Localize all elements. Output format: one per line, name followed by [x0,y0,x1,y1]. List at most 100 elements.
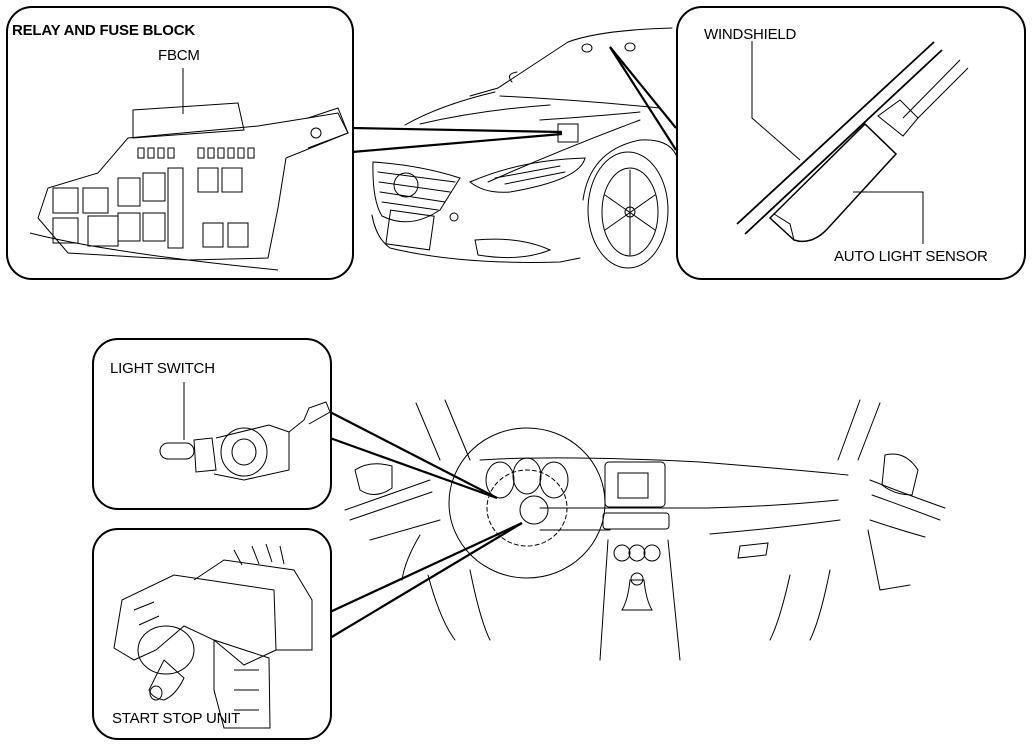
roof-sensor-right [625,43,635,51]
grille-bar [378,172,455,182]
center-console-bezel [605,462,665,507]
callout-auto-light-sensor: WINDSHIELD AUTO LIGHT SENSOR [676,6,1026,280]
housing-ribs [133,601,259,711]
roof-line [568,28,672,42]
combination-switch-body [213,424,290,481]
relay-fuse-block-title: RELAY AND FUSE BLOCK [12,22,195,39]
left-door-line [370,520,440,540]
light-switch-label: LIGHT SWITCH [110,360,215,377]
center-console [600,540,680,660]
grille-bar [379,182,450,192]
steering-column-opening [137,625,195,675]
hood-crease [420,105,550,124]
sensor-cable [902,59,961,119]
windshield-outer-line [736,41,935,225]
leader-line-light-switch-lower [330,438,497,498]
brand-emblem [394,173,418,197]
wiring-connectors [233,543,285,566]
steering-wheel [449,428,605,578]
climate-knob-left [614,545,630,561]
left-side-mirror [355,464,392,495]
sensor-lens [773,213,795,241]
combination-switch-center [231,438,257,466]
leader-line-sensor-upper [610,47,676,128]
mounting-bolt [310,127,322,139]
wheel-spokes [605,170,655,255]
wiper-switch-lever [288,401,330,433]
right-seat-outline [770,575,790,640]
infotainment-screen [618,473,648,498]
leader-line-start-stop-lower [330,523,522,638]
fuse-row [137,147,255,159]
leader-line-sensor-lower [610,47,676,150]
windshield-inner-line [744,49,943,235]
wheel-arch [583,140,678,200]
gear-shift [622,580,652,610]
mounting-bracket [307,107,349,149]
start-stop-unit-illustration [113,543,313,729]
left-door-line [345,480,430,510]
right-seat-outline [810,570,830,640]
windshield-left-pillar [470,42,568,96]
sensor-pointer-line [853,191,924,244]
right-door-line [872,495,940,520]
climate-knob-center [629,545,645,561]
right-door-panel [868,530,910,590]
callout-start-stop-unit: START STOP UNIT [92,528,332,740]
fbcm-module [132,102,245,139]
callout-relay-fuse-block: RELAY AND FUSE BLOCK FBCM [6,6,354,280]
sensor-cable [917,67,969,119]
leader-line-light-switch-upper [330,412,497,498]
dashboard-line [708,500,838,508]
grille-bar [382,202,438,210]
glovebox-handle [738,543,768,558]
right-door-line [870,480,945,508]
fbcm-location-marker [558,124,578,142]
steering-shaft [148,659,185,701]
relay-fuse-block-illustration [29,68,349,271]
relay-blocks [52,167,249,249]
auto-light-sensor-label: AUTO LIGHT SENSOR [834,248,988,265]
climate-knob-right [644,545,660,561]
tow-hook-cover [450,213,458,221]
leader-line-start-stop-upper [330,523,522,612]
left-a-pillar-trim [445,400,470,460]
left-door-line [350,492,432,520]
light-switch-lever-knob [159,442,195,460]
right-a-pillar-trim [838,400,860,460]
gauge-right [540,462,568,498]
combination-switch-ring [220,427,268,477]
steering-shaft-end [149,685,163,701]
left-seat-outline [470,570,490,640]
dashboard-top [480,458,848,475]
gauge-center [513,458,541,494]
start-stop-unit-housing-right [213,639,271,729]
right-a-pillar [858,403,880,460]
steering-wheel-airbag-area [487,470,567,546]
dashboard-line [710,520,840,534]
windshield-base [500,96,660,108]
headlight-line [505,172,565,184]
hood-right-crease [488,120,640,182]
steering-wheel-hub [520,496,548,524]
light-switch-illustration [159,382,330,481]
left-seat-outline [428,575,455,640]
start-stop-unit-housing-rear [193,559,313,651]
license-plate [386,210,434,250]
light-switch-housing [193,437,217,473]
headlight-line [495,166,560,178]
headlight [470,158,585,192]
gear-knob [631,573,643,585]
windshield-pointer-line [751,41,801,161]
grille-bar [380,192,445,202]
grille [373,162,460,222]
sensor-connector [877,99,919,137]
wiring-harness [29,232,279,271]
gauge-left [486,462,514,498]
start-stop-unit-label: START STOP UNIT [112,710,241,727]
front-bumper [372,215,580,262]
hood-left-edge [405,92,495,125]
windshield-label: WINDSHIELD [704,26,797,43]
fbcm-label: FBCM [158,47,200,64]
